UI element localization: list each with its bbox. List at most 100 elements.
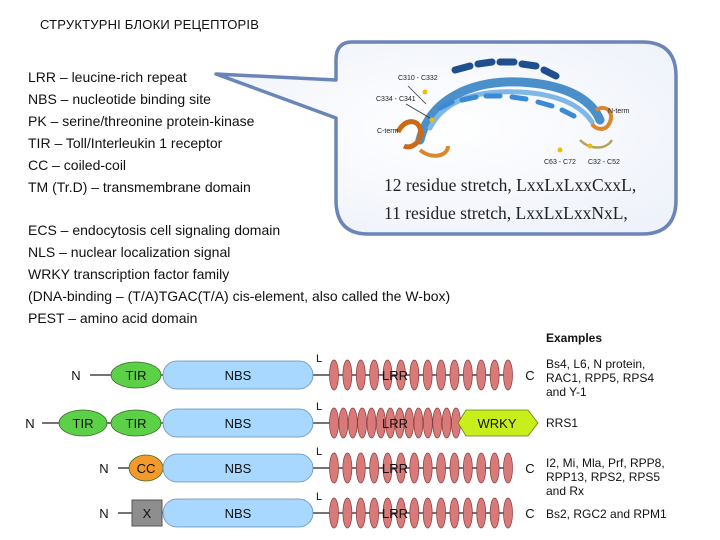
protein-3-lrr-repeat-6 xyxy=(396,452,406,484)
definition-tm: TM (Tr.D) – transmembrane domain xyxy=(28,179,251,195)
definition-ecs: ECS – endocytosis cell signaling domain xyxy=(28,222,281,238)
examples-row-3-line-2: RPP13, RPS2, RPS5 xyxy=(546,470,661,484)
protein-3-lrr-repeat-5 xyxy=(382,452,393,484)
protein-2-lrr-repeat-1 xyxy=(329,407,339,439)
protein-3-nbs-label: NBS xyxy=(225,461,252,476)
page-title: СТРУКТУРНІ БЛОКИ РЕЦЕПТОРІВ xyxy=(40,17,260,32)
protein-1-lrr-repeat-8 xyxy=(422,359,433,391)
protein-4-lrr-repeat-7 xyxy=(409,497,420,529)
protein-2-n-terminus: N xyxy=(25,416,34,431)
protein-2-lrr-repeat-11 xyxy=(422,407,433,439)
definition-nbs: NBS – nucleotide binding site xyxy=(28,91,211,107)
protein-1-lrr-repeat-5 xyxy=(382,359,393,391)
protein-3-lrr-repeat-11 xyxy=(462,452,473,484)
protein-4-nbs-domain xyxy=(162,498,314,528)
protein-3-lrr-repeat-4 xyxy=(369,452,380,484)
protein-4-lrr-repeat-5 xyxy=(382,497,393,529)
protein-2-wrky-domain xyxy=(457,409,539,437)
residue-stretch-12: 12 residue stretch, LxxLxLxxCxxL, xyxy=(384,175,637,195)
definition-nls: NLS – nuclear localization signal xyxy=(28,244,231,260)
protein-4-lrr-repeat-9 xyxy=(436,497,446,529)
protein-2-wrky-label: WRKY xyxy=(478,416,517,431)
protein-2-lrr-repeat-6 xyxy=(376,407,386,439)
protein-4-lrr-repeat-6 xyxy=(396,497,406,529)
label-cterm: C-term xyxy=(377,128,399,135)
protein-2-linker-label: L xyxy=(316,401,322,413)
protein-3-lrr-repeat-3 xyxy=(355,452,366,484)
protein-4-n-terminus: N xyxy=(99,506,108,521)
protein-1-linker-label: L xyxy=(316,353,322,365)
examples-row-4-line-1: Bs2, RGC2 and RPM1 xyxy=(546,507,667,521)
protein-3-lrr-repeat-8 xyxy=(422,452,433,484)
definition-lrr: LRR – leucine-rich repeat xyxy=(28,69,187,85)
examples-row-4: Bs2, RGC2 and RPM1 xyxy=(546,507,667,521)
protein-1-lrr-repeat-14 xyxy=(503,359,513,391)
protein-1-lrr-repeat-3 xyxy=(355,359,366,391)
protein-3-lrr-repeat-12 xyxy=(476,452,487,484)
protein-4-lrr-label: LRR xyxy=(382,506,408,521)
label-nterm: N-term xyxy=(608,108,630,115)
protein-2-domain-1 xyxy=(58,409,108,437)
protein-3-lrr-label: LRR xyxy=(382,461,408,476)
label-c32: C32 - C52 xyxy=(588,159,620,166)
protein-2-lrr-repeat-3 xyxy=(347,407,358,439)
definition-pest: PEST – amino acid domain xyxy=(28,310,198,326)
protein-2-lrr-repeat-9 xyxy=(404,407,414,439)
protein-1-c-terminus: C xyxy=(525,368,534,383)
protein-1-lrr-label: LRR xyxy=(382,368,408,383)
definition-tir: TIR – Toll/Interleukin 1 receptor xyxy=(28,135,223,151)
protein-4-c-terminus: C xyxy=(525,506,534,521)
protein-3-domain-1-label: CC xyxy=(137,461,156,476)
protein-1-lrr-repeat-2 xyxy=(342,359,353,391)
protein-2-nbs-domain xyxy=(162,408,314,438)
protein-1-lrr-repeat-13 xyxy=(489,359,500,391)
protein-4-nbs-label: NBS xyxy=(225,506,252,521)
definition-wbox: (DNA-binding – (T/A)TGAC(T/A) cis-elemen… xyxy=(28,288,451,304)
examples-row-1-line-2: RAC1, RPP5, RPS4 xyxy=(546,371,655,385)
protein-4-lrr-repeat-4 xyxy=(369,497,380,529)
protein-1-lrr-repeat-9 xyxy=(436,359,446,391)
protein-2-lrr-repeat-13 xyxy=(441,407,452,439)
protein-1-domain-1-label: TIR xyxy=(126,368,147,383)
examples-row-1: Bs4, L6, N protein, RAC1, RPP5, RPS4 and… xyxy=(546,357,654,399)
examples-row-2: RRS1 xyxy=(546,416,578,430)
protein-1-lrr-repeat-7 xyxy=(409,359,420,391)
protein-4-lrr-repeat-12 xyxy=(476,497,487,529)
protein-3-lrr-repeat-1 xyxy=(329,452,339,484)
protein-structure-image xyxy=(395,58,614,158)
examples-heading: Examples xyxy=(546,331,603,345)
protein-4-lrr-repeat-13 xyxy=(489,497,500,529)
examples-row-2-line-1: RRS1 xyxy=(546,416,579,430)
definitions-top: LRR – leucine-rich repeat NBS – nucleoti… xyxy=(28,66,254,198)
protein-3-lrr-repeat-2 xyxy=(342,452,353,484)
protein-3-lrr-repeat-13 xyxy=(489,452,500,484)
label-c63: C63 - C72 xyxy=(544,159,576,166)
protein-3-c-terminus: C xyxy=(525,461,534,476)
protein-4-lrr-repeat-14 xyxy=(503,497,513,529)
protein-2-domain-1-label: TIR xyxy=(73,416,94,431)
protein-4-lrr-repeat-10 xyxy=(449,497,460,529)
residue-stretch-11: 11 residue stretch, LxxLxLxxNxL, xyxy=(384,203,628,223)
protein-4-domain-1 xyxy=(131,499,163,527)
protein-2-domain-2-label: TIR xyxy=(126,416,147,431)
definition-wrky: WRKY transcription factor family xyxy=(28,266,230,282)
protein-2-lrr-repeat-4 xyxy=(357,407,368,439)
protein-1-nbs-label: NBS xyxy=(225,368,252,383)
protein-2-domain-2 xyxy=(110,409,162,437)
protein-3-lrr-repeat-14 xyxy=(503,452,513,484)
examples-row-3: I2, Mi, Mla, Prf, RPP8, RPP13, RPS2, RPS… xyxy=(546,456,665,498)
protein-2-lrr-repeat-2 xyxy=(338,407,349,439)
protein-2-lrr-label: LRR xyxy=(382,416,408,431)
protein-1-lrr-repeat-1 xyxy=(329,359,339,391)
examples-row-1-line-1: Bs4, L6, N protein, xyxy=(546,357,646,371)
protein-3-lrr-repeat-9 xyxy=(436,452,446,484)
protein-1-n-terminus: N xyxy=(71,368,80,383)
protein-1-lrr-repeat-11 xyxy=(462,359,473,391)
definition-pk: PK – serine/threonine protein-kinase xyxy=(28,113,255,129)
examples-row-3-line-3: and Rx xyxy=(546,484,585,498)
protein-1-lrr-repeat-10 xyxy=(449,359,460,391)
protein-2-nbs-label: NBS xyxy=(225,416,252,431)
definition-cc: CC – coiled-coil xyxy=(28,157,127,173)
definitions-bottom: ECS – endocytosis cell signaling domain … xyxy=(28,219,450,329)
